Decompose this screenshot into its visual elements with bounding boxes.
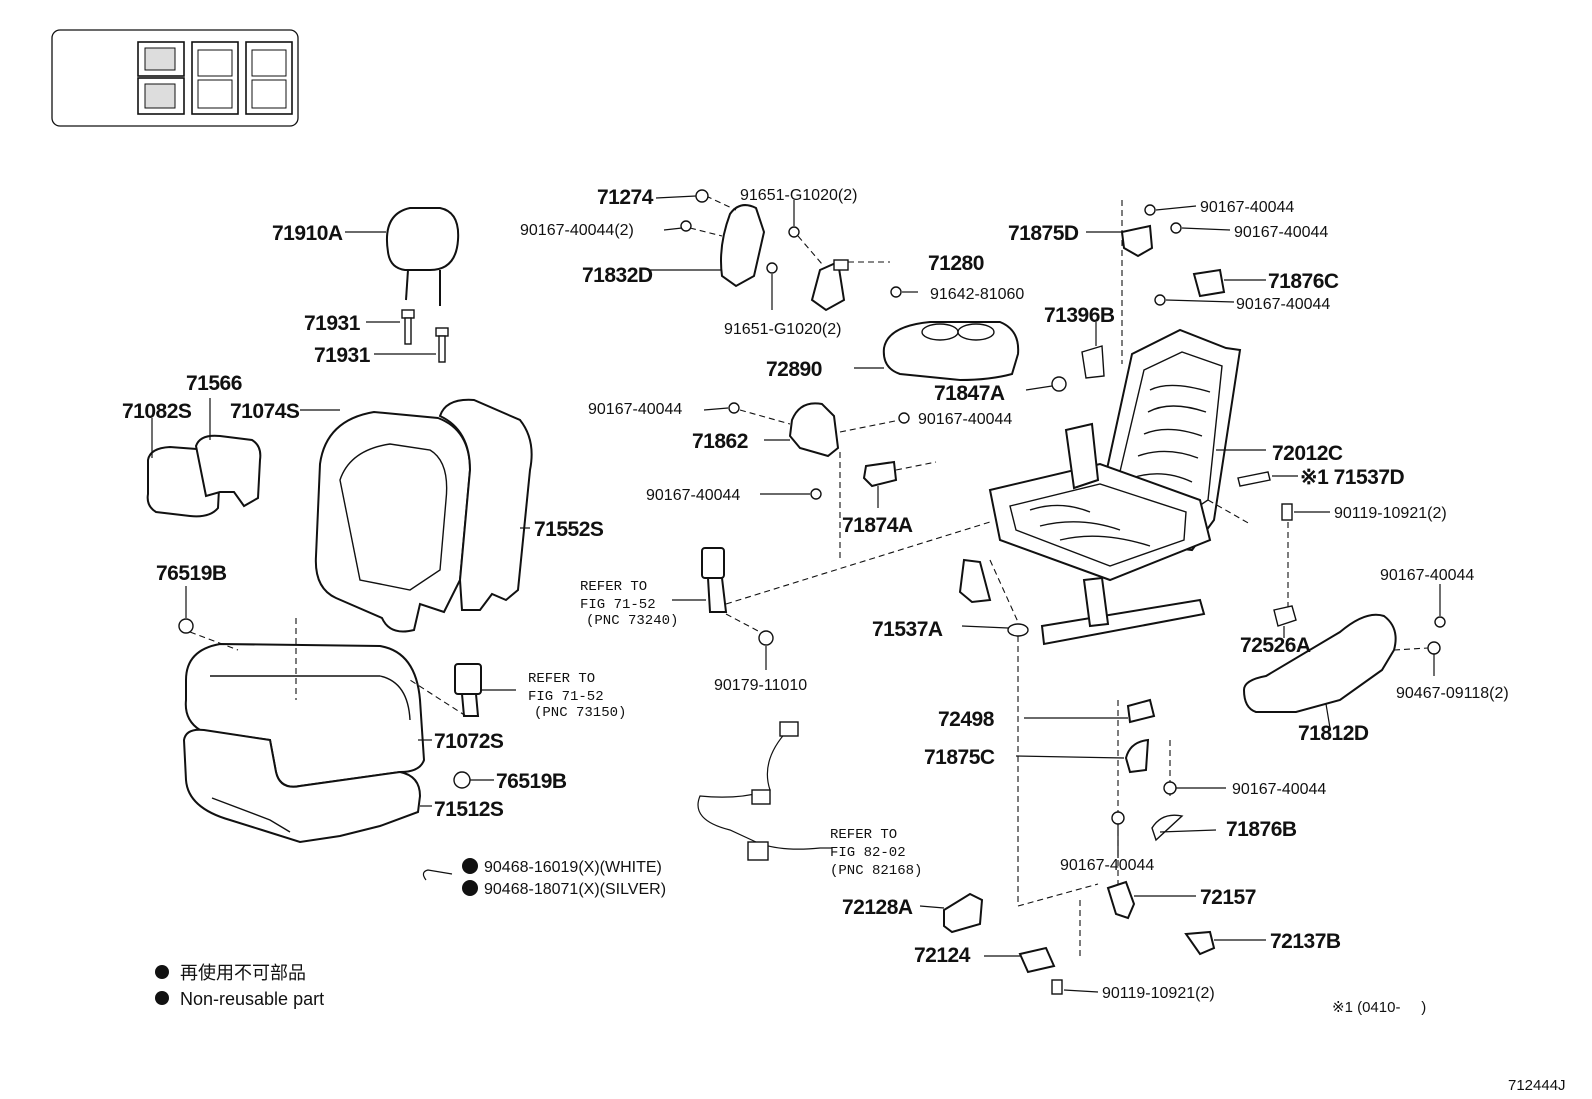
callout-72890: 72890 <box>766 358 822 381</box>
callout-90468-16019: 90468-16019(X)(WHITE) <box>484 859 662 876</box>
seatbelt-buckle-part <box>409 663 516 717</box>
callout-71537d: ※1 71537D <box>1300 466 1405 489</box>
callout-90467-09118: 90467-09118(2) <box>1396 685 1509 702</box>
svg-text:FIG 71-52: FIG 71-52 <box>528 689 604 705</box>
legend: 再使用不可部品 Non-reusable part <box>155 963 324 1009</box>
center-console-part <box>854 321 1020 382</box>
callout-90179-11010: 90179-11010 <box>714 677 807 694</box>
callout-71396b: 71396B <box>1044 304 1115 327</box>
seat-frame-part <box>958 328 1266 646</box>
svg-text:FIG 71-52: FIG 71-52 <box>580 597 656 613</box>
callout-71832d: 71832D <box>582 264 653 287</box>
callout-76519b-lower: 76519B <box>496 770 567 793</box>
callout-91651-g1020-lower: 91651-G1020(2) <box>724 321 841 338</box>
headrest-guide-part <box>401 309 449 363</box>
filled-circle-icon <box>462 858 478 874</box>
callout-90167-40044-g: 90167-40044 <box>1380 567 1474 584</box>
callout-90167-40044-2: 90167-40044(2) <box>520 222 634 239</box>
recliner-cover-part <box>728 402 910 458</box>
callout-71512s: 71512S <box>434 798 504 821</box>
callout-91642-81060: 91642-81060 <box>930 286 1024 303</box>
filled-circle-icon <box>155 965 169 979</box>
callout-90167-40044-b: 90167-40044 <box>918 411 1012 428</box>
callout-72498: 72498 <box>938 708 995 731</box>
callout-71280: 71280 <box>928 252 984 275</box>
callout-72157: 72157 <box>1200 886 1256 909</box>
wire-harness-part <box>697 721 832 861</box>
callout-72128a: 72128A <box>842 896 913 919</box>
seatback-cover-part <box>300 398 533 633</box>
callout-71931-lower: 71931 <box>314 344 371 367</box>
svg-text:REFER TO: REFER TO <box>528 671 595 687</box>
callout-71876b: 71876B <box>1226 818 1297 841</box>
svg-text:FIG 82-02: FIG 82-02 <box>830 845 906 861</box>
svg-text:(PNC 82168): (PNC 82168) <box>830 863 922 879</box>
svg-text:REFER TO: REFER TO <box>580 579 647 595</box>
callout-90167-40044-a: 90167-40044 <box>588 401 682 418</box>
callout-71875d: 71875D <box>1008 222 1079 245</box>
hinge-cover-part <box>1081 200 1266 379</box>
armrest-cover-part <box>146 398 262 518</box>
back-board-part <box>648 189 766 288</box>
callout-90167-40044-f: 90167-40044 <box>1236 296 1330 313</box>
callout-71862: 71862 <box>692 430 748 453</box>
footnote: ※1 (0410- ) <box>1332 999 1426 1016</box>
callout-90167-40044-c: 90167-40044 <box>646 487 740 504</box>
callout-71566: 71566 <box>186 372 242 395</box>
callout-90167-40044-d: 90167-40044 <box>1200 199 1294 216</box>
svg-text:(PNC 73240): (PNC 73240) <box>586 613 678 629</box>
callout-71875c: 71875C <box>924 746 995 769</box>
callout-72137b: 72137B <box>1270 930 1341 953</box>
headrest-part <box>386 207 460 306</box>
callout-71874a: 71874A <box>842 514 913 537</box>
callout-90167-40044-h: 90167-40044 <box>1232 781 1326 798</box>
callout-71072s: 71072S <box>434 730 504 753</box>
filled-circle-icon <box>462 880 478 896</box>
callout-71910a: 71910A <box>272 222 343 245</box>
hinge-bracket-part <box>766 200 890 312</box>
seat-location-icon <box>51 29 299 127</box>
callout-71537a: 71537A <box>872 618 943 641</box>
refer-note-73240: REFER TO FIG 71-52 (PNC 73240) <box>580 579 678 629</box>
callout-71812d: 71812D <box>1298 722 1369 745</box>
callout-72012c: 72012C <box>1272 442 1343 465</box>
bracket-part <box>760 452 937 560</box>
filled-circle-icon <box>155 991 169 1005</box>
side-shield-part <box>1242 613 1397 729</box>
refer-note-82168: REFER TO FIG 82-02 (PNC 82168) <box>830 827 922 879</box>
seat-cushion-part <box>182 618 432 844</box>
callout-90119-10921-lower: 90119-10921(2) <box>1102 985 1215 1002</box>
callout-71931-upper: 71931 <box>304 312 361 335</box>
figure-id: 712444J <box>1508 1077 1566 1094</box>
legend-japanese: 再使用不可部品 <box>180 963 306 983</box>
svg-text:(PNC 73150): (PNC 73150) <box>534 705 626 721</box>
legend-english: Non-reusable part <box>180 989 324 1009</box>
callout-71082s: 71082S <box>122 400 192 423</box>
callout-71876c: 71876C <box>1268 270 1339 293</box>
callout-90119-10921-upper: 90119-10921(2) <box>1334 505 1447 522</box>
refer-note-73150: REFER TO FIG 71-52 (PNC 73150) <box>528 671 626 721</box>
seatbelt-buckle-part <box>672 521 991 613</box>
callout-76519b-upper: 76519B <box>156 562 227 585</box>
callout-71847a: 71847A <box>934 382 1005 405</box>
callout-91651-g1020: 91651-G1020(2) <box>740 187 857 204</box>
callout-71074s: 71074S <box>230 400 300 423</box>
callout-72124: 72124 <box>914 944 971 967</box>
callout-90468-18071: 90468-18071(X)(SILVER) <box>484 881 666 898</box>
callout-90167-40044-e: 90167-40044 <box>1234 224 1328 241</box>
callout-90167-40044-i: 90167-40044 <box>1060 857 1154 874</box>
callout-72526a: 72526A <box>1240 634 1311 657</box>
callout-71274: 71274 <box>597 186 654 209</box>
callout-71552s: 71552S <box>534 518 604 541</box>
svg-text:REFER TO: REFER TO <box>830 827 897 843</box>
